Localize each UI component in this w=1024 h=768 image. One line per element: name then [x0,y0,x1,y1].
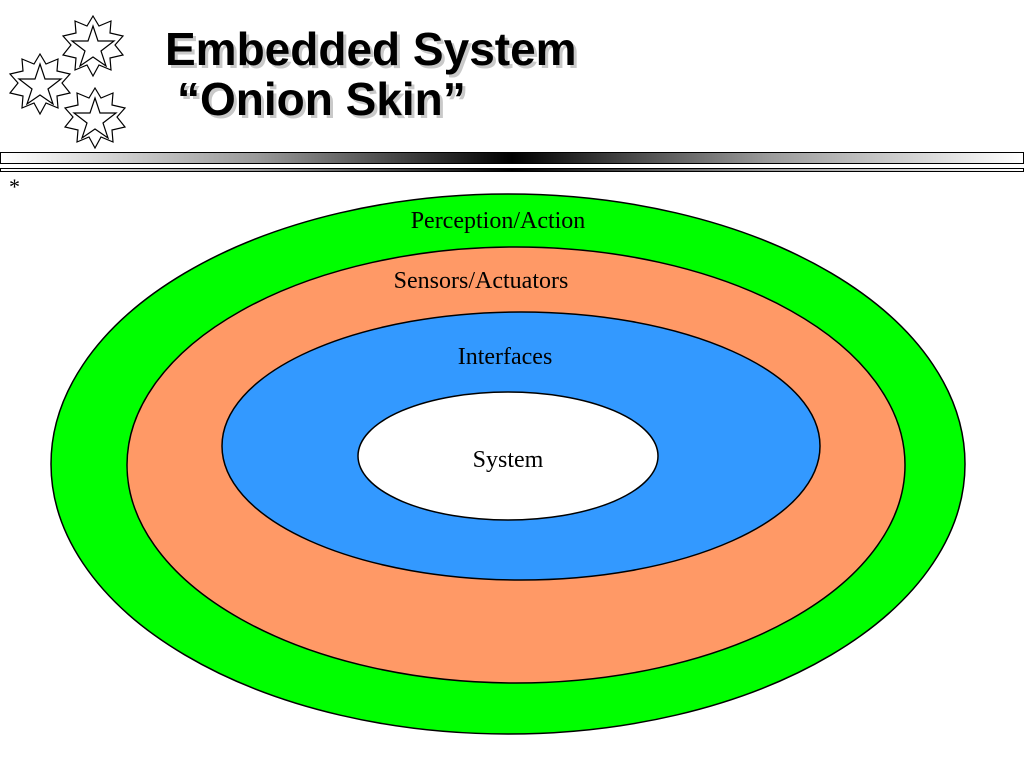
bullet-marker: * [9,174,20,199]
layer-label-sensors-actuators: Sensors/Actuators [394,268,569,294]
layer-label-perception-action: Perception/Action [411,208,586,234]
title-line-1: Embedded System [165,23,577,75]
slide-title: Embedded System “Onion Skin” [165,24,577,124]
layer-system [357,391,659,521]
layer-label-interfaces: Interfaces [458,344,553,370]
layer-label-system: System [473,447,544,473]
stars-cluster-icon [8,14,127,150]
title-line-2: “Onion Skin” [177,73,466,125]
